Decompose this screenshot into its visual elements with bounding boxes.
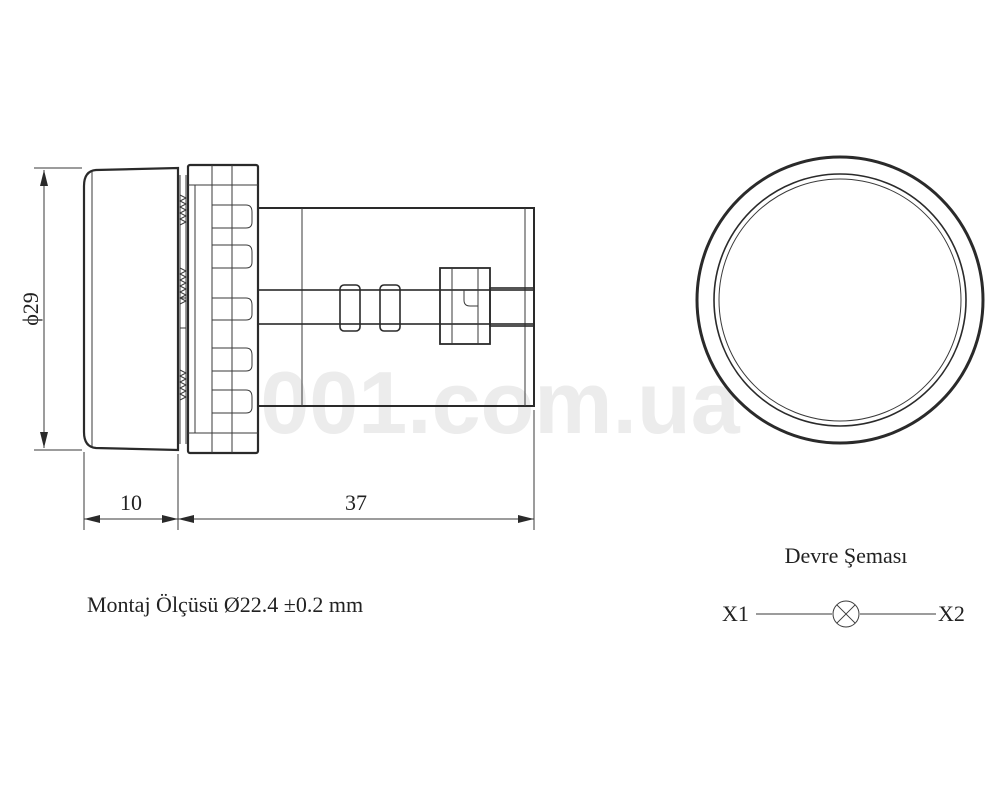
diameter-label: ϕ29: [18, 292, 43, 326]
diameter-dimension: ϕ29: [18, 170, 48, 448]
circuit-title: Devre Şeması: [785, 543, 908, 568]
lens-cap: [82, 166, 180, 452]
terminal-x2-label: X2: [938, 601, 965, 626]
length-dimensions: 10 37: [84, 490, 534, 523]
serrated-ring: [178, 175, 188, 444]
circuit-diagram: Devre Şeması X1 X2: [722, 543, 965, 628]
front-length-label: 10: [120, 490, 142, 515]
terminal-assembly: [257, 267, 535, 345]
mounting-note: Montaj Ölçüsü Ø22.4 ±0.2 mm: [87, 592, 363, 617]
front-view: [695, 155, 985, 445]
extension-lines: [34, 167, 535, 530]
watermark: 001.com.ua: [260, 353, 740, 452]
side-view: ϕ29 10 37: [18, 163, 535, 530]
lamp-symbol-icon: [832, 600, 860, 628]
mounting-collar: [186, 163, 260, 455]
body-length-label: 37: [345, 490, 367, 515]
terminal-x1-label: X1: [722, 601, 749, 626]
